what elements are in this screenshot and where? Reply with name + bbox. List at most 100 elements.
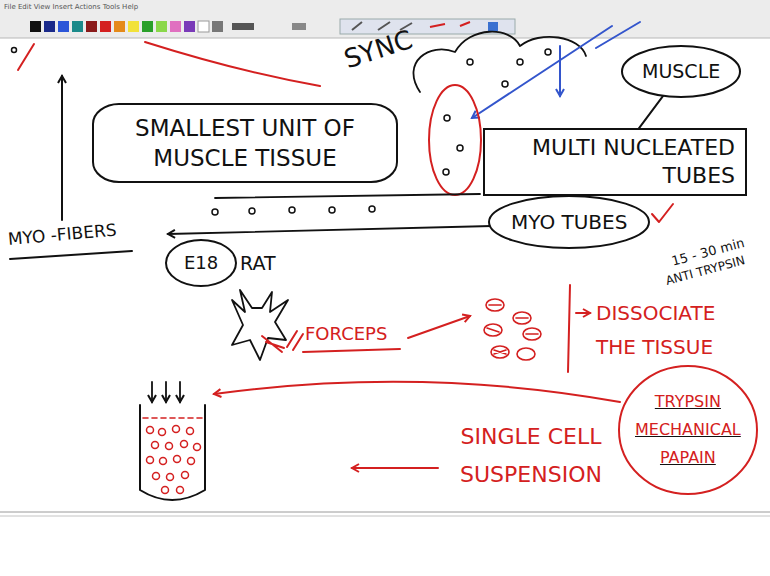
lecture-sketch	[262, 336, 284, 352]
lecture-sketch	[179, 382, 181, 402]
lecture-sketch	[303, 349, 400, 352]
lecture-sketch	[484, 324, 502, 336]
lecture-sketch	[494, 350, 506, 354]
definition-box: MULTI NUCLEATED TUBES	[483, 128, 747, 196]
concept-ellipse: MUSCLE	[628, 52, 734, 91]
lecture-sketch	[188, 458, 195, 465]
lecture-sketch	[173, 426, 180, 433]
lecture-sketch	[523, 328, 541, 340]
lecture-sketch	[187, 428, 194, 435]
lecture-sketch	[545, 49, 551, 55]
lecture-sketch	[526, 333, 538, 335]
lecture-sketch	[10, 22, 673, 500]
node-text: MYO TUBES	[511, 210, 627, 234]
lecture-sketch	[517, 348, 535, 360]
toolbar	[30, 21, 41, 32]
lecture-sketch	[443, 169, 449, 175]
lecture-sketch	[484, 299, 541, 360]
node-text: MECHANICAL	[635, 420, 741, 440]
lecture-sketch	[140, 405, 205, 500]
lecture-sketch	[487, 328, 499, 332]
lecture-sketch	[174, 456, 181, 463]
lecture-sketch	[162, 487, 169, 494]
toolbar	[292, 23, 306, 30]
step-label: SINGLE CELL SUSPENSION	[445, 418, 617, 494]
page-rule	[0, 512, 770, 516]
node-outline	[489, 196, 649, 248]
lecture-sketch	[160, 458, 167, 465]
lecture-sketch	[212, 209, 218, 215]
toolbar	[488, 22, 498, 31]
node-text: SMALLEST UNIT OF MUSCLE TISSUE	[110, 113, 380, 173]
lecture-sketch	[329, 207, 335, 213]
lecture-sketch	[159, 429, 166, 436]
toolbar	[72, 21, 83, 32]
toolbar	[100, 21, 111, 32]
lecture-sketch	[145, 42, 320, 86]
lecture-sketch	[147, 427, 154, 434]
lecture-sketch	[18, 44, 34, 70]
lecture-sketch	[152, 442, 159, 449]
node-outline	[484, 129, 746, 195]
lecture-sketch	[214, 382, 620, 402]
node-outline	[93, 104, 397, 182]
page-rule	[0, 512, 770, 513]
toolbar	[86, 21, 97, 32]
menu-bar: File Edit View Insert Actions Tools Help	[4, 3, 138, 12]
lecture-sketch	[472, 26, 612, 118]
toolbar	[128, 21, 139, 32]
lecture-sketch	[181, 441, 188, 448]
node-text: TRYPSIN	[635, 392, 741, 412]
lecture-sketch	[457, 145, 463, 151]
stage-ellipse: E18	[172, 246, 230, 280]
toolbar	[430, 22, 470, 27]
toolbar	[212, 21, 223, 32]
lecture-sketch	[215, 194, 480, 198]
page-rule	[0, 516, 770, 517]
toolbar	[58, 21, 69, 32]
node-outline	[166, 240, 236, 286]
toolbar	[156, 21, 167, 32]
toolbar	[170, 21, 181, 32]
lecture-sketch	[502, 81, 508, 87]
step-label: DISSOCIATE THE TISSUE	[596, 296, 746, 364]
lecture-sketch	[182, 472, 189, 479]
lecture-sketch	[287, 331, 303, 350]
lecture-sketch	[408, 316, 470, 338]
lecture-sketch	[194, 444, 201, 451]
lecture-sketch	[167, 474, 174, 481]
lecture-sketch	[429, 85, 481, 195]
lecture-sketch	[153, 473, 160, 480]
toolbar	[114, 21, 125, 32]
lecture-sketch	[489, 304, 501, 306]
lecture-sketch	[596, 22, 640, 48]
node-outline	[619, 366, 757, 494]
lecture-sketch	[165, 382, 167, 402]
lecture-sketch	[177, 487, 184, 494]
lecture-sketch	[147, 457, 154, 464]
lecture-sketch	[559, 46, 561, 96]
lecture-sketch	[652, 204, 673, 222]
lecture-sketch	[12, 48, 17, 53]
lecture-sketch	[289, 207, 295, 213]
lecture-sketch	[516, 317, 528, 319]
lecture-sketch	[249, 208, 255, 214]
node-text: E18	[184, 252, 218, 274]
term-label: RAT	[240, 251, 276, 275]
heading-fragment: SYNC	[340, 23, 417, 76]
lecture-sketch	[576, 312, 590, 314]
lecture-sketch	[147, 426, 201, 494]
method-circle: TRYPSINMECHANICALPAPAIN	[625, 372, 751, 488]
lecture-sketch	[166, 443, 173, 450]
toolbar	[232, 23, 254, 30]
lecture-sketch	[151, 382, 153, 402]
lecture-sketch	[352, 467, 438, 469]
lecture-sketch	[369, 206, 375, 212]
tool-label: FORCEPS	[305, 322, 387, 345]
node-outline	[622, 46, 740, 97]
lecture-sketch	[486, 299, 504, 311]
node-text: MULTI NUCLEATED TUBES	[495, 134, 735, 190]
term-label: MYO -FIBERS	[7, 220, 117, 250]
concept-ellipse: MYO TUBES	[495, 202, 643, 242]
